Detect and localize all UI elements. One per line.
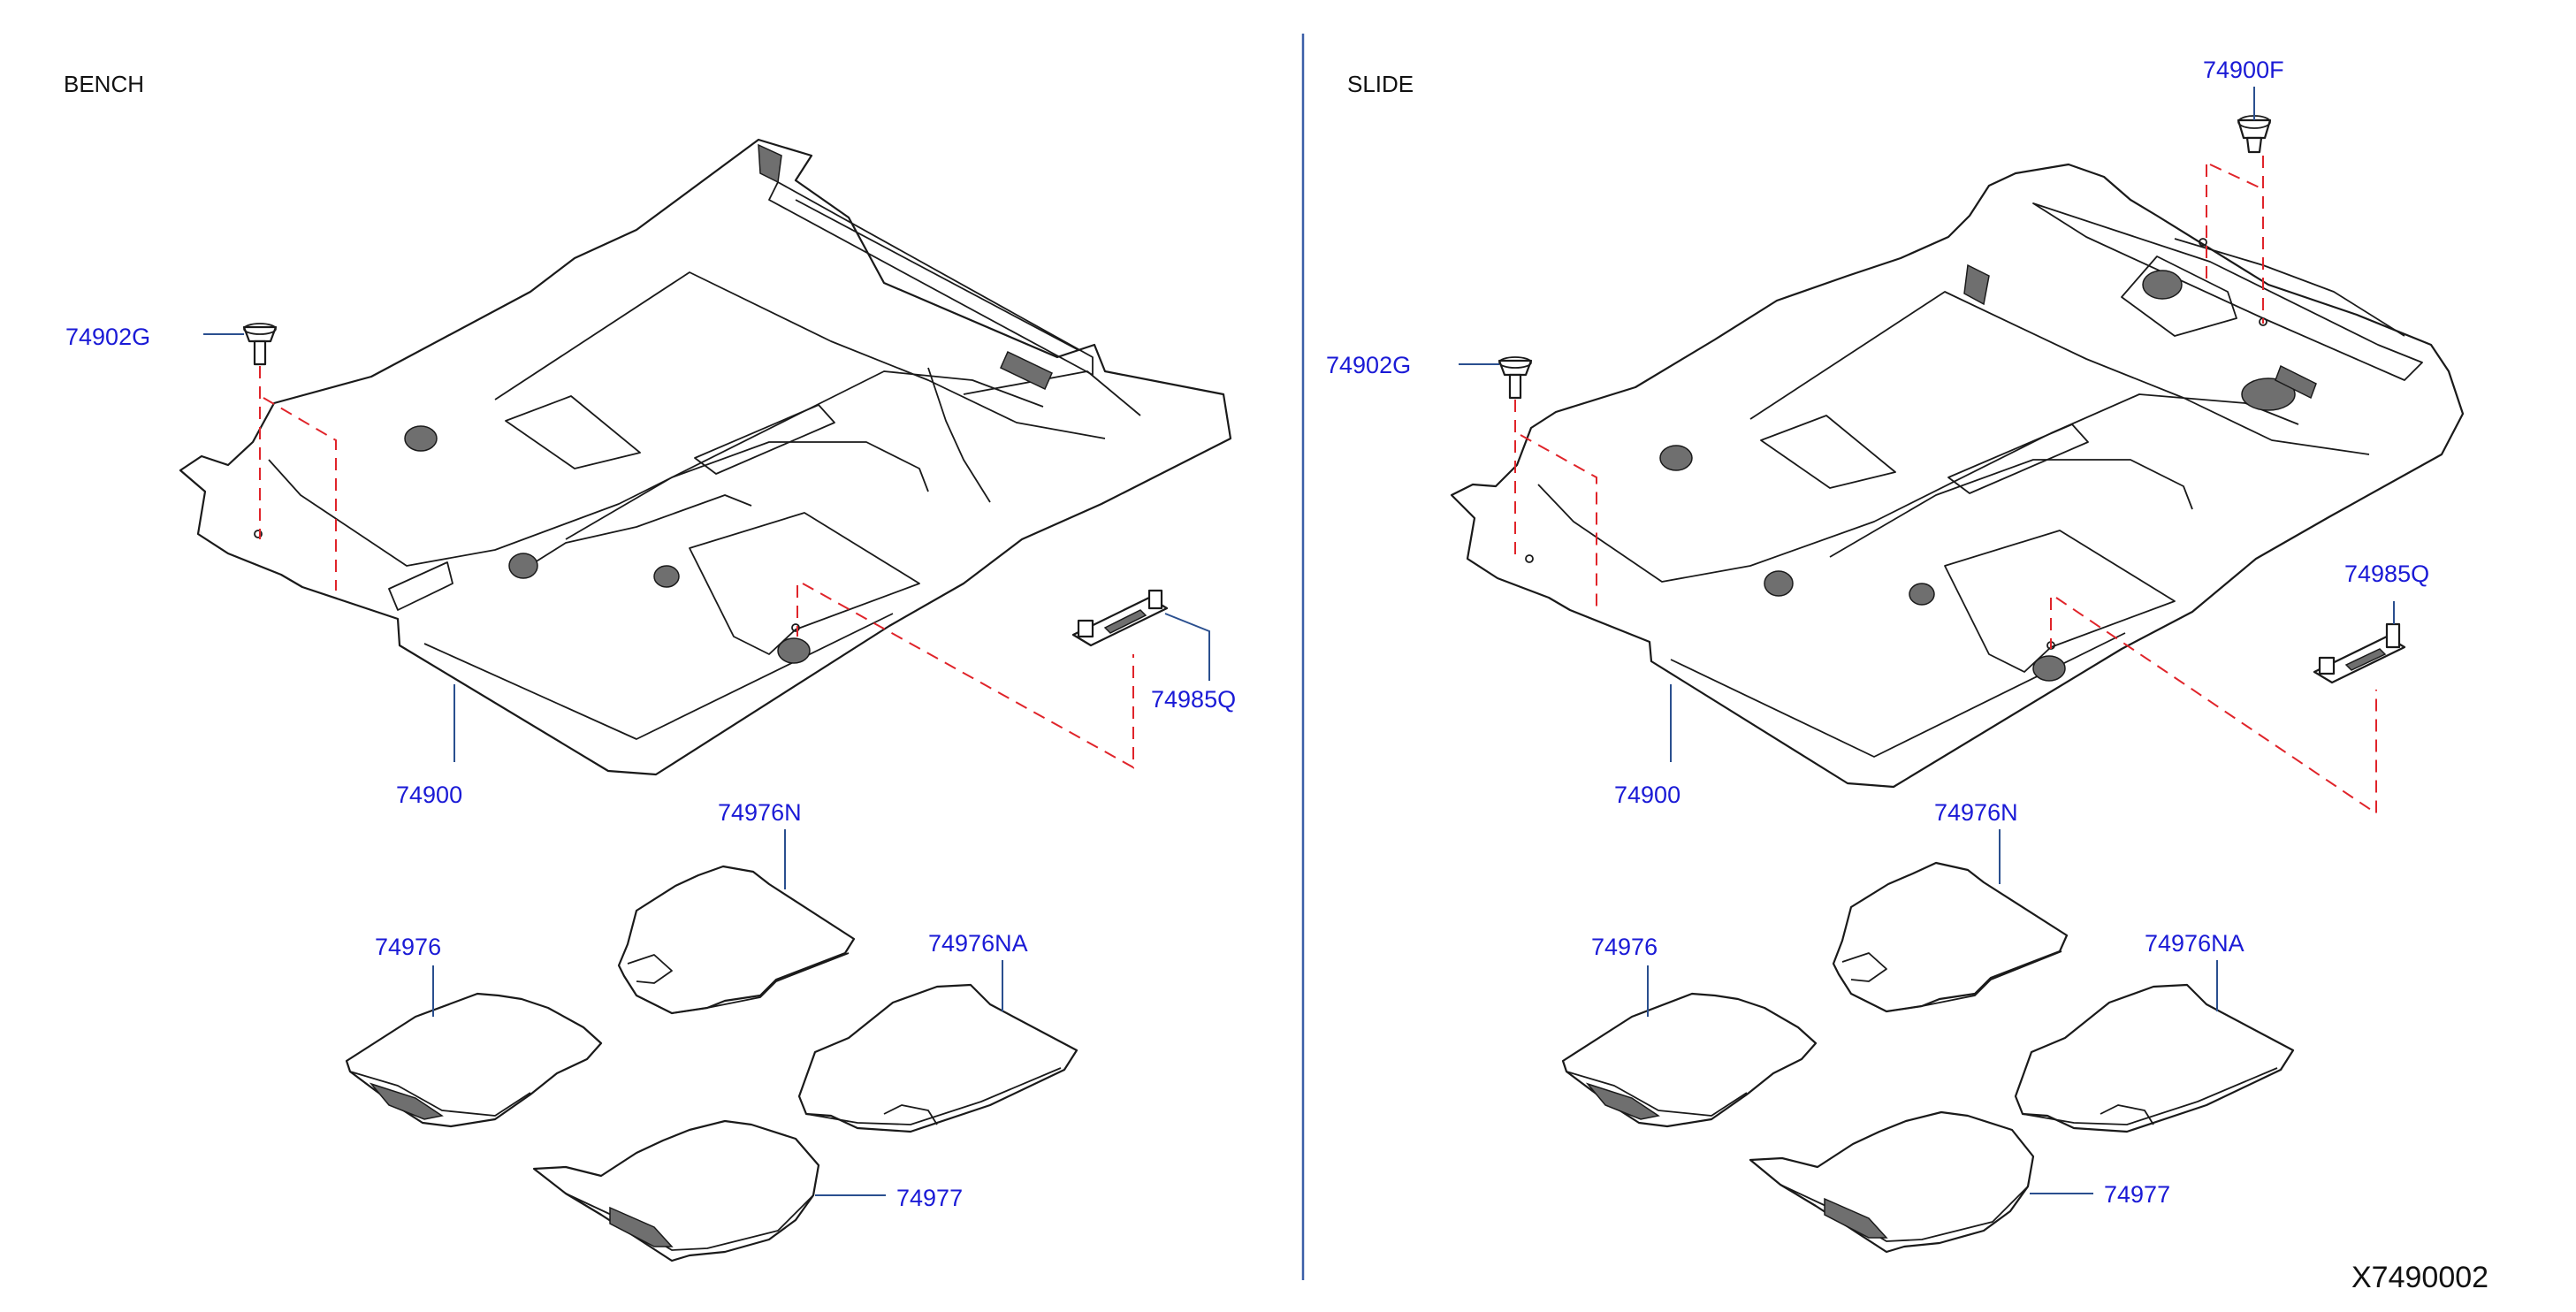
part-label-74976: 74976 — [1591, 934, 1658, 960]
leader-lines-slide — [1459, 87, 2395, 1194]
part-label-74976n: 74976N — [1934, 799, 2018, 826]
section-title-slide: SLIDE — [1347, 71, 1414, 97]
part-labels-bench: 74902G 74900 74985Q 74976N 74976 74976NA… — [65, 324, 1236, 1211]
mat-74976n-slide — [1832, 861, 2069, 1013]
part-label-74976na: 74976NA — [2145, 930, 2244, 957]
clip-74902g-slide — [1498, 356, 1533, 400]
mat-74976-slide — [1561, 992, 1818, 1128]
slide-section: SLIDE — [1326, 57, 2465, 1254]
leader-lines-bench — [203, 333, 1210, 1196]
part-label-74977: 74977 — [2104, 1181, 2170, 1208]
assembly-lines-bench — [259, 366, 1134, 769]
section-title-bench: BENCH — [64, 71, 144, 97]
mat-74977-slide — [1749, 1110, 2035, 1254]
part-label-74976na: 74976NA — [928, 930, 1028, 957]
drawing-id: X7490002 — [2351, 1261, 2488, 1294]
part-label-74900: 74900 — [396, 782, 462, 808]
fastener-74985q-slide — [2313, 622, 2406, 684]
grommet-74900f-slide — [2237, 115, 2272, 154]
part-label-74976: 74976 — [375, 934, 441, 960]
bench-section: BENCH — [64, 71, 1236, 1262]
mat-74976na-bench — [797, 983, 1078, 1133]
floor-carpet-slide — [1450, 163, 2465, 789]
fastener-74985q-bench — [1071, 589, 1169, 647]
mat-74977-bench — [532, 1119, 820, 1262]
part-label-74900f: 74900F — [2203, 57, 2284, 83]
part-label-74902g: 74902G — [65, 324, 150, 350]
part-labels-slide: 74900F 74902G 74900 74985Q 74976N 74976 … — [1326, 57, 2429, 1208]
clip-74902g-bench — [242, 323, 278, 366]
part-label-74977: 74977 — [896, 1185, 963, 1211]
part-label-74976n: 74976N — [718, 799, 802, 826]
mat-74976na-slide — [2014, 983, 2295, 1133]
assembly-lines-slide — [1514, 156, 2377, 815]
part-label-74985q: 74985Q — [1151, 686, 1236, 713]
part-label-74900: 74900 — [1614, 782, 1680, 808]
mat-74976n-bench — [617, 865, 856, 1015]
part-label-74902g: 74902G — [1326, 352, 1411, 378]
mat-74976-bench — [345, 992, 603, 1128]
part-label-74985q: 74985Q — [2344, 561, 2429, 587]
floor-carpet-bench — [179, 138, 1232, 776]
